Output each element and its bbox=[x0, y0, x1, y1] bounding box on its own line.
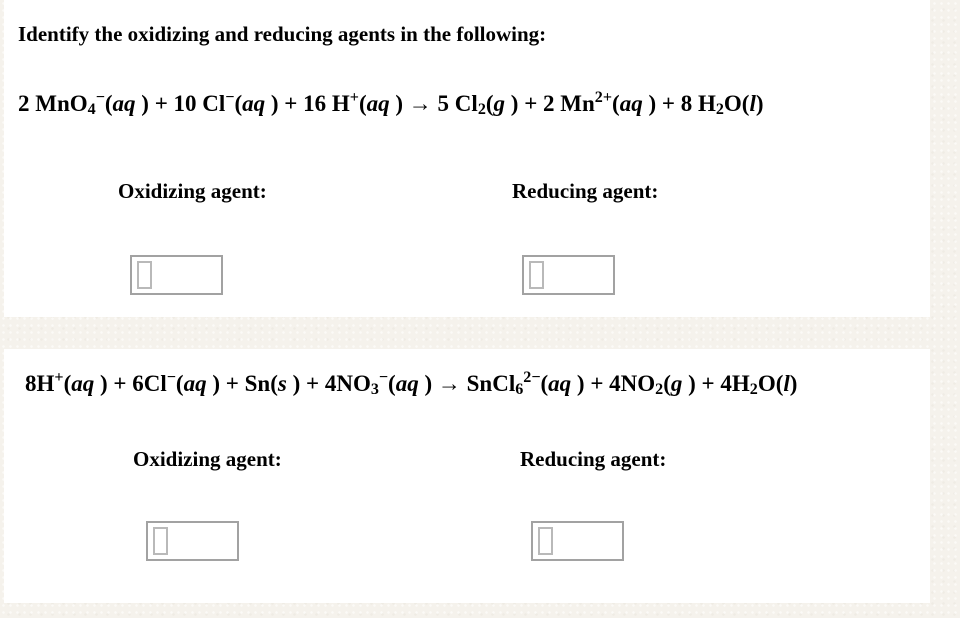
equation-1: 2 MnO4−(aq ) + 10 Cl−(aq ) + 16 H+(aq ) … bbox=[18, 89, 764, 119]
equation-2: 8H+(aq ) + 6Cl−(aq ) + Sn(s ) + 4NO3−(aq… bbox=[25, 369, 798, 399]
question-prompt: Identify the oxidizing and reducing agen… bbox=[18, 22, 547, 46]
input-cursor-box bbox=[153, 527, 168, 555]
input-cursor-box bbox=[137, 261, 152, 289]
oxidizing-agent-label-2: Oxidizing agent: bbox=[133, 447, 282, 471]
input-cursor-box bbox=[538, 527, 553, 555]
input-cursor-box bbox=[529, 261, 544, 289]
oxidizing-agent-input-2[interactable] bbox=[146, 521, 239, 561]
reducing-agent-label-1: Reducing agent: bbox=[512, 179, 659, 203]
reducing-agent-label-2: Reducing agent: bbox=[520, 447, 667, 471]
reducing-agent-input-1[interactable] bbox=[522, 255, 615, 295]
oxidizing-agent-input-1[interactable] bbox=[130, 255, 223, 295]
reducing-agent-input-2[interactable] bbox=[531, 521, 624, 561]
oxidizing-agent-label-1: Oxidizing agent: bbox=[118, 179, 267, 203]
